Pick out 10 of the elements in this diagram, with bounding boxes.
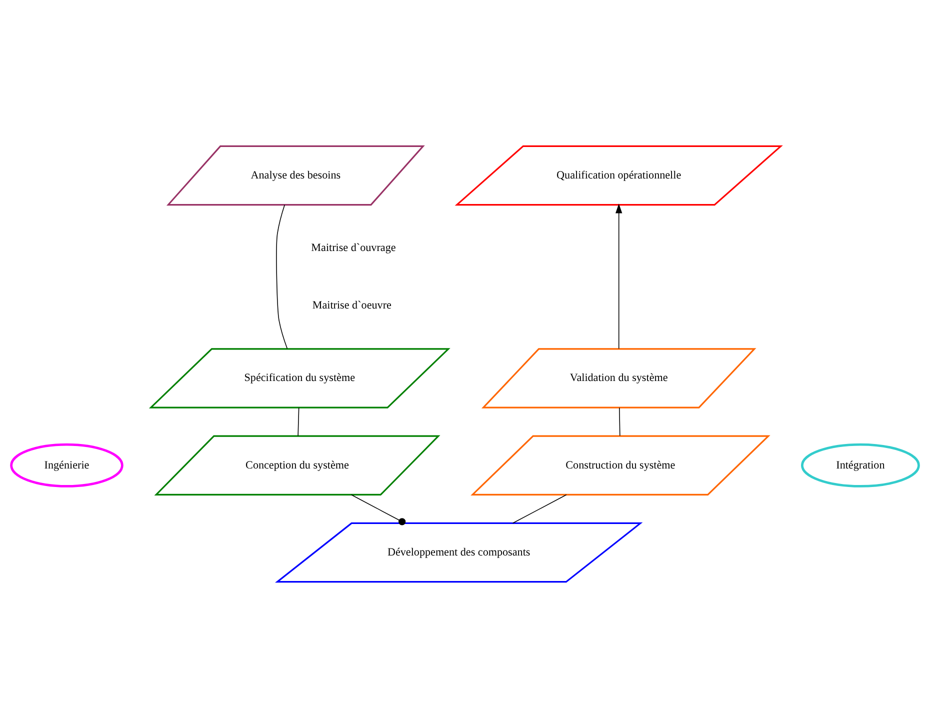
- label: Maitrise d`ouvrage: [311, 242, 396, 254]
- connector: [512, 494, 567, 524]
- arrow: [616, 204, 622, 350]
- node-ellipse: Ingénierie: [10, 443, 124, 488]
- connector: [619, 407, 620, 436]
- connector: [276, 204, 288, 350]
- connector: [350, 494, 406, 526]
- label: Maitrise d`oeuvre: [312, 300, 392, 312]
- node-ellipse: Intégration: [800, 443, 920, 488]
- connector: [298, 407, 300, 436]
